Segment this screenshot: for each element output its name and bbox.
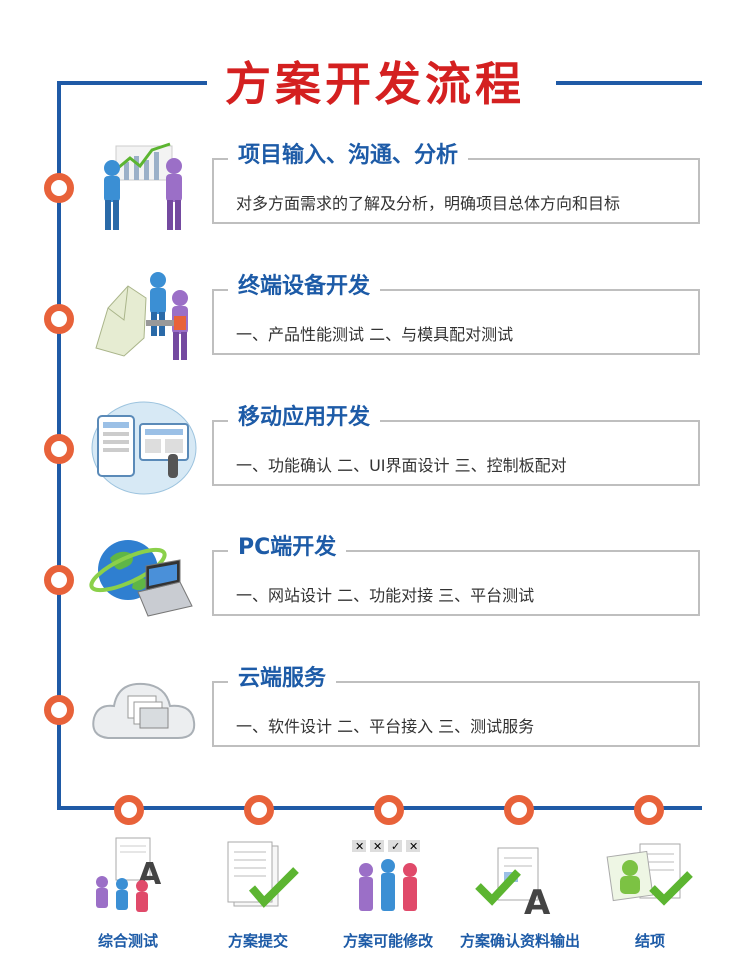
step-title: 云端服务 [228, 664, 337, 694]
bottom-dot [114, 795, 144, 825]
step-box-analysis: 项目输入、沟通、分析 对多方面需求的了解及分析，明确项目总体方向和目标 [212, 141, 700, 224]
bottom-label: 综合测试 [97, 932, 158, 950]
document-check-icon [212, 836, 308, 926]
step-desc: 一、功能确认 二、UI界面设计 三、控制板配对 [236, 456, 567, 475]
step-box-device: 终端设备开发 一、产品性能测试 二、与模具配对测试 [212, 272, 700, 355]
timeline-dot [44, 304, 74, 334]
step-desc: 对多方面需求的了解及分析，明确项目总体方向和目标 [236, 194, 621, 213]
bottom-label: 方案确认资料输出 [459, 932, 580, 950]
svg-text:A: A [524, 883, 551, 923]
svg-text:✕: ✕ [373, 840, 382, 853]
timeline-dot [44, 565, 74, 595]
step-desc: 一、软件设计 二、平台接入 三、测试服务 [236, 717, 535, 736]
globe-laptop-icon [88, 530, 200, 630]
step-title: 移动应用开发 [228, 403, 381, 433]
frame-top-right-line [556, 81, 702, 85]
project-complete-icon [602, 836, 698, 926]
svg-text:✕: ✕ [355, 840, 364, 853]
bottom-dot [504, 795, 534, 825]
step-title: 项目输入、沟通、分析 [228, 141, 469, 171]
bottom-label: 方案提交 [227, 932, 288, 950]
analysis-people-icon [88, 138, 200, 238]
step-box-mobile: 移动应用开发 一、功能确认 二、UI界面设计 三、控制板配对 [212, 403, 700, 486]
frame-top-left-line [57, 81, 207, 85]
bottom-label: 结项 [634, 932, 665, 950]
step-box-cloud: 云端服务 一、软件设计 二、平台接入 三、测试服务 [212, 664, 700, 747]
svg-text:✓: ✓ [391, 840, 400, 853]
step-title: PC端开发 [228, 533, 347, 563]
step-desc: 一、产品性能测试 二、与模具配对测试 [236, 325, 514, 344]
bottom-dot [374, 795, 404, 825]
revision-team-icon: ✕ ✕ ✓ ✕ [342, 836, 438, 926]
device-dev-icon [88, 268, 200, 368]
timeline-dot [44, 434, 74, 464]
bottom-label: 方案可能修改 [342, 932, 433, 950]
mobile-app-icon [88, 398, 200, 498]
svg-text:✕: ✕ [409, 840, 418, 853]
step-title: 终端设备开发 [228, 272, 381, 302]
testing-team-icon: A [80, 836, 176, 926]
page-title-text: 方案开发流程 [207, 57, 543, 111]
step-desc: 一、网站设计 二、功能对接 三、平台测试 [236, 586, 535, 605]
confirm-output-icon: A [472, 836, 568, 926]
bottom-dot [244, 795, 274, 825]
timeline-dot [44, 695, 74, 725]
page-title: 方案开发流程 [0, 48, 750, 114]
timeline-dot [44, 173, 74, 203]
bottom-dot [634, 795, 664, 825]
cloud-icon [88, 660, 200, 760]
step-box-pc: PC端开发 一、网站设计 二、功能对接 三、平台测试 [212, 533, 700, 616]
